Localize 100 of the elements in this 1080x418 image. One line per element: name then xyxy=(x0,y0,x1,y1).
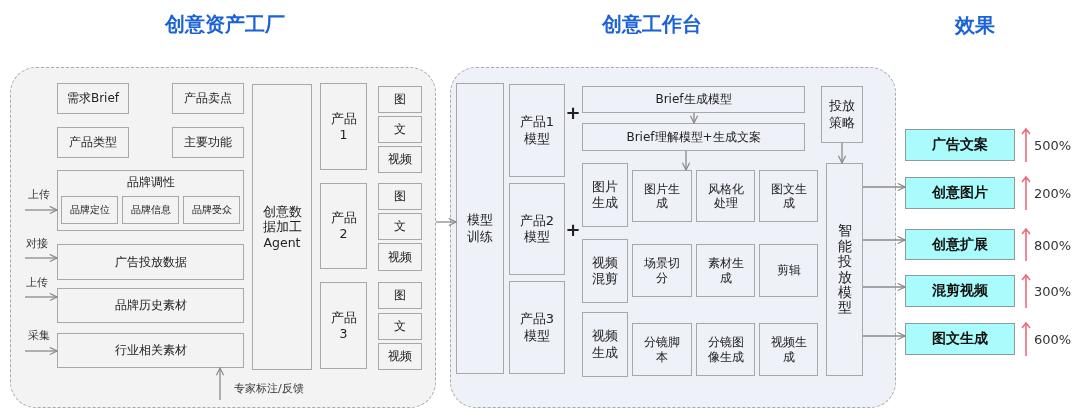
node-label: 品牌受众 xyxy=(191,204,232,216)
model-box xyxy=(509,84,565,177)
process-box xyxy=(172,83,244,114)
result-box xyxy=(905,177,1015,209)
plus-sign: + xyxy=(565,101,581,123)
node-label: 产品3 xyxy=(329,309,358,342)
edge-label: 对接 xyxy=(25,236,49,251)
node-label: 图片生成 xyxy=(643,181,681,211)
media-box xyxy=(378,213,422,240)
node-label: 视频 xyxy=(388,249,412,265)
node-label: 品牌历史素材 xyxy=(114,298,187,313)
node-label: 产品1 xyxy=(329,110,358,143)
process-box xyxy=(632,244,692,297)
arrow xyxy=(24,346,58,356)
node-label: 剪辑 xyxy=(776,263,801,278)
process-box xyxy=(696,244,755,297)
growth-percent: 500% xyxy=(1034,137,1072,153)
node-label: 分镜脚本 xyxy=(643,335,681,364)
edge-label: 专家标注/反馈 xyxy=(233,381,305,396)
node-label: 图 xyxy=(394,288,406,303)
node-label: 图 xyxy=(394,189,406,204)
node-label: 文 xyxy=(394,319,406,334)
node-label: 品牌定位 xyxy=(69,204,110,216)
arrow xyxy=(24,205,58,215)
node-label: 产品3模型 xyxy=(518,311,556,344)
node-label: 图文生成 xyxy=(769,181,808,211)
media-box xyxy=(378,313,422,340)
node-label: 视频 xyxy=(388,152,412,167)
media-box xyxy=(378,86,422,113)
result-label: 广告文案 xyxy=(932,136,988,154)
node-label: 图 xyxy=(394,92,406,107)
process-box xyxy=(57,83,129,114)
process-box xyxy=(61,196,118,224)
node-label: 产品2 xyxy=(329,210,358,242)
node-label: 文 xyxy=(394,219,406,234)
arrow xyxy=(862,282,906,292)
process-box xyxy=(183,196,240,224)
result-label: 图文生成 xyxy=(932,330,988,348)
process-box xyxy=(172,127,244,158)
process-box xyxy=(57,127,129,158)
arrow xyxy=(24,253,58,263)
group-box xyxy=(57,170,244,231)
category-box xyxy=(582,312,628,377)
result-label: 创意图片 xyxy=(932,184,988,202)
node-label: 视频混剪 xyxy=(591,254,619,288)
node-label: 产品1模型 xyxy=(518,114,556,147)
media-box xyxy=(378,282,422,309)
media-box xyxy=(378,343,422,370)
result-label: 混剪视频 xyxy=(932,282,988,300)
result-label: 创意扩展 xyxy=(932,235,988,254)
node-label: 视频生成 xyxy=(769,335,808,364)
result-box xyxy=(905,129,1015,161)
node-label: 智能投放模型 xyxy=(837,223,852,316)
arrow xyxy=(862,235,906,245)
node-label: Brief理解模型+生成文案 xyxy=(626,129,761,145)
node-label: 投放策略 xyxy=(828,98,856,131)
node-label: 视频生成 xyxy=(591,328,619,361)
process-box xyxy=(759,170,818,222)
node-label: 场景切分 xyxy=(643,256,681,285)
media-box xyxy=(378,146,422,173)
node-label: 分镜图像生成 xyxy=(706,335,745,364)
process-box xyxy=(582,123,805,151)
edge-label: 上传 xyxy=(25,275,49,290)
edge-label: 采集 xyxy=(27,328,51,343)
panel-heading: 创意工作台 xyxy=(602,12,702,37)
growth-percent: 300% xyxy=(1034,283,1072,299)
node-label: 产品卖点 xyxy=(184,91,232,106)
process-box xyxy=(122,196,179,224)
model-box xyxy=(509,183,565,275)
product-box xyxy=(320,183,367,269)
growth-percent: 800% xyxy=(1034,237,1072,252)
node-label: Brief生成模型 xyxy=(655,92,732,107)
product-box xyxy=(320,282,367,369)
arrow xyxy=(862,182,906,192)
arrow xyxy=(862,331,906,341)
node-label: 文 xyxy=(394,122,406,137)
node-label: 产品类型 xyxy=(69,135,117,150)
process-box xyxy=(632,323,692,376)
group-heading: 品牌调性 xyxy=(125,175,176,190)
process-box xyxy=(759,323,818,376)
edge-label: 上传 xyxy=(27,187,51,202)
arrow xyxy=(215,367,225,401)
node-label: 广告投放数据 xyxy=(114,254,187,270)
node-label: 模型训练 xyxy=(466,212,494,245)
arrow xyxy=(681,150,691,171)
result-box xyxy=(905,323,1015,355)
node-label: 主要功能 xyxy=(184,135,232,150)
arrow xyxy=(24,292,58,302)
media-box xyxy=(378,116,422,143)
process-box xyxy=(632,170,692,222)
category-box xyxy=(582,163,628,227)
model-column xyxy=(826,163,863,376)
media-box xyxy=(378,243,422,271)
process-box xyxy=(456,83,504,374)
panel-heading: 创意资产工厂 xyxy=(165,12,285,37)
node-label: 创意数据加工Agent xyxy=(261,203,303,251)
media-box xyxy=(378,183,422,210)
node-label: 素材生成 xyxy=(706,256,745,285)
process-box xyxy=(696,170,755,222)
process-box xyxy=(57,333,244,368)
